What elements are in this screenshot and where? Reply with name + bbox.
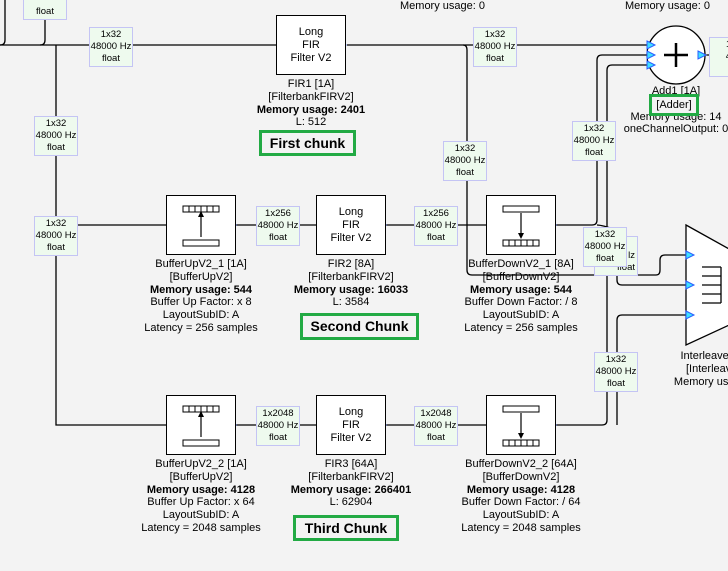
- buffer-up-1-block[interactable]: [166, 195, 236, 255]
- fir2-info: FIR2 [8A][FilterbankFIRV2]Memory usage: …: [293, 258, 409, 309]
- wire-label-partial: float: [23, 0, 67, 20]
- buffer-down-icon: [502, 405, 540, 447]
- buffer-up-2-block[interactable]: [166, 395, 236, 455]
- buffer-up-icon: [182, 405, 220, 447]
- first-chunk-label: First chunk: [259, 130, 356, 156]
- buffer-down-2-block[interactable]: [486, 395, 556, 455]
- plus-icon: [664, 43, 688, 67]
- buffer-down-1-block[interactable]: [486, 195, 556, 255]
- third-chunk-label: Third Chunk: [293, 515, 399, 541]
- second-chunk-label: Second Chunk: [300, 313, 419, 340]
- fir1-info: FIR1 [1A][FilterbankFIRV2]Memory usage: …: [256, 78, 366, 129]
- interleave-info: Interleave2[InterleaveMemory usa: [673, 350, 728, 388]
- buffer-down-icon: [502, 205, 540, 247]
- buffer-up-2-info: BufferUpV2_2 [1A][BufferUpV2]Memory usag…: [141, 458, 261, 534]
- wire-label-type: float: [36, 6, 54, 17]
- buffer-down-1-info: BufferDownV2_1 [8A][BufferDownV2]Memory …: [464, 258, 578, 334]
- memory-usage-partial: Memory usage: 0: [400, 0, 485, 12]
- memory-usage-partial: Memory usage: 0: [625, 0, 710, 12]
- buffer-up-1-info: BufferUpV2_1 [1A][BufferUpV2]Memory usag…: [144, 258, 258, 334]
- buffer-up-icon: [182, 205, 220, 247]
- fir3-info: FIR3 [64A][FilterbankFIRV2]Memory usage:…: [290, 458, 412, 509]
- wire-label-partial[interactable]: 1x48fl: [709, 37, 728, 77]
- adder-class-highlight: [Adder]: [649, 94, 699, 116]
- buffer-down-2-info: BufferDownV2_2 [64A][BufferDownV2]Memory…: [461, 458, 581, 534]
